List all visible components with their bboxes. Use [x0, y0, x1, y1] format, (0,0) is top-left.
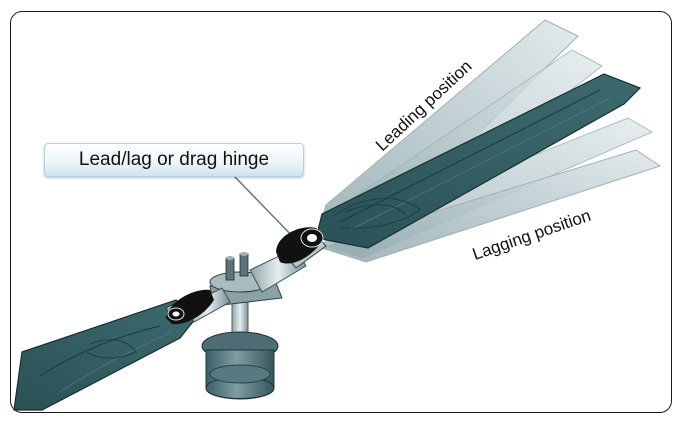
lead-lag-hinge-right — [276, 227, 327, 269]
callout-hinge-label: Lead/lag or drag hinge — [44, 143, 304, 177]
rotor-hub — [185, 247, 307, 400]
lead-lag-hinge-left — [165, 289, 214, 325]
main-blade-right — [315, 73, 642, 249]
callout-leader-line — [233, 175, 301, 245]
main-blade-left — [13, 299, 197, 411]
